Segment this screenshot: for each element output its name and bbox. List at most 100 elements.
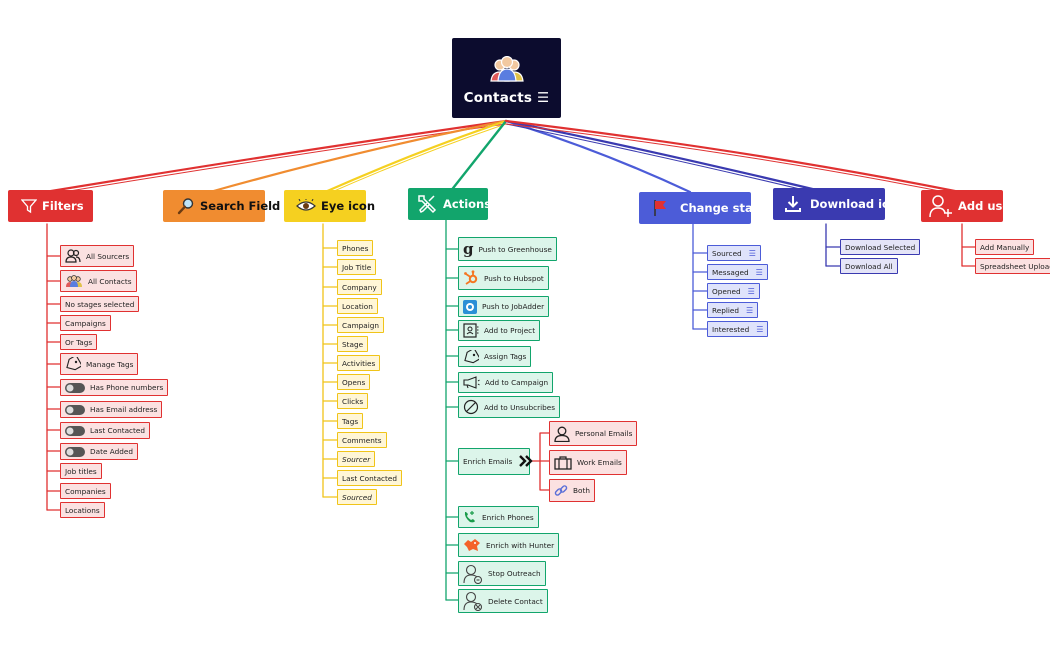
root-node-contacts: Contacts ☰	[452, 38, 561, 118]
column-phones[interactable]: Phones	[337, 240, 374, 256]
branch-label: Search Field	[200, 199, 281, 213]
column-last-contacted[interactable]: Last Contacted	[337, 470, 403, 486]
action-add-to-unsubscribes[interactable]: Add to Unsubcribes	[458, 396, 561, 418]
state-opened[interactable]: Opened ☰	[707, 283, 760, 299]
double-chevron-right-icon	[519, 454, 533, 469]
magnifier-icon	[177, 197, 195, 215]
filter-item-manage-tags[interactable]: Manage Tags	[60, 353, 139, 375]
filter-item-date-added[interactable]: Date Added	[60, 443, 139, 460]
branch-label: Filters	[42, 199, 84, 213]
toggle-icon[interactable]	[65, 404, 85, 415]
state-interested[interactable]: Interested ☰	[707, 321, 769, 337]
branch-label: Actions	[443, 197, 492, 211]
filter-item-has-email-address[interactable]: Has Email address	[60, 401, 163, 418]
toggle-icon[interactable]	[65, 446, 85, 457]
add-user-icon	[929, 194, 953, 218]
filter-item-last-contacted[interactable]: Last Contacted	[60, 422, 151, 439]
eye-icon	[296, 199, 316, 213]
briefcase-icon	[554, 455, 572, 470]
people-group-icon	[65, 275, 83, 287]
menu-lines-icon: ☰	[747, 286, 755, 296]
action-assign-tags[interactable]: Assign Tags	[458, 346, 532, 367]
filter-item-campaigns[interactable]: Campaigns	[60, 315, 111, 331]
column-sourcer[interactable]: Sourcer	[337, 451, 376, 467]
greenhouse-logo-icon: g	[463, 240, 474, 258]
state-messaged[interactable]: Messaged ☰	[707, 264, 768, 280]
hunter-logo-icon	[463, 538, 481, 552]
megaphone-icon	[463, 376, 480, 389]
branch-actions[interactable]: Actions	[408, 188, 492, 220]
branch-label: Add user	[958, 199, 1016, 213]
branch-search-field[interactable]: Search Field	[163, 190, 280, 222]
menu-lines-icon: ☰	[755, 267, 763, 277]
filter-icon	[21, 198, 37, 214]
add-user-manually[interactable]: Add Manually	[975, 239, 1035, 255]
hubspot-logo-icon	[463, 270, 479, 286]
filter-item-companies[interactable]: Companies	[60, 483, 111, 499]
menu-lines-icon: ☰	[537, 90, 550, 106]
add-user-spreadsheet-upload[interactable]: Spreadsheet Upload	[975, 258, 1050, 274]
column-company[interactable]: Company	[337, 279, 382, 295]
contact-card-icon	[463, 323, 479, 338]
filter-item-or-tags[interactable]: Or Tags	[60, 334, 98, 350]
action-delete-contact[interactable]: Delete Contact	[458, 589, 548, 613]
action-add-to-project[interactable]: Add to Project	[458, 320, 541, 341]
wrench-screwdriver-icon	[416, 193, 438, 215]
menu-lines-icon: ☰	[748, 248, 756, 258]
state-replied[interactable]: Replied ☰	[707, 302, 759, 318]
action-push-to-greenhouse[interactable]: g Push to Greenhouse	[458, 237, 557, 261]
column-campaign[interactable]: Campaign	[337, 317, 385, 333]
user-icon	[554, 426, 570, 442]
enrich-personal-emails[interactable]: Personal Emails	[549, 421, 638, 446]
branch-eye-icon[interactable]: Eye icon	[284, 190, 375, 222]
filter-item-all-contacts[interactable]: All Contacts	[60, 270, 137, 292]
toggle-icon[interactable]	[65, 425, 85, 436]
action-add-to-campaign[interactable]: Add to Campaign	[458, 372, 554, 393]
action-push-to-hubspot[interactable]: Push to Hubspot	[458, 266, 549, 290]
branch-filters[interactable]: Filters	[8, 190, 93, 222]
column-job-title[interactable]: Job Title	[337, 259, 377, 275]
download-selected[interactable]: Download Selected	[840, 239, 921, 255]
column-opens[interactable]: Opens	[337, 374, 371, 390]
filter-item-all-sourcers[interactable]: All Sourcers	[60, 245, 135, 267]
phone-icon	[463, 510, 477, 524]
column-clicks[interactable]: Clicks	[337, 393, 369, 409]
filter-item-has-phone-numbers[interactable]: Has Phone numbers	[60, 379, 169, 396]
action-enrich-phones[interactable]: Enrich Phones	[458, 506, 539, 528]
column-comments[interactable]: Comments	[337, 432, 387, 448]
filter-item-no-stages-selected[interactable]: No stages selected	[60, 296, 140, 312]
branch-label: Eye icon	[321, 199, 376, 213]
user-stop-icon	[463, 564, 483, 584]
tag-icon	[463, 349, 479, 364]
prohibited-icon	[463, 399, 479, 415]
column-location[interactable]: Location	[337, 298, 378, 314]
action-enrich-with-hunter[interactable]: Enrich with Hunter	[458, 533, 560, 557]
filter-item-job-titles[interactable]: Job titles	[60, 463, 102, 479]
download-icon	[784, 195, 802, 213]
branch-change-state[interactable]: Change state	[639, 192, 766, 224]
action-push-to-jobadder[interactable]: Push to JobAdder	[458, 296, 550, 317]
people-group-icon	[488, 55, 526, 86]
enrich-work-emails[interactable]: Work Emails	[549, 450, 627, 475]
column-tags[interactable]: Tags	[337, 413, 364, 429]
toggle-icon[interactable]	[65, 382, 85, 393]
action-stop-outreach[interactable]: Stop Outreach	[458, 561, 546, 586]
flag-icon	[653, 199, 667, 217]
state-sourced[interactable]: Sourced ☰	[707, 245, 761, 261]
root-title: Contacts ☰	[463, 90, 550, 106]
enrich-both[interactable]: Both	[549, 479, 595, 502]
column-sourced[interactable]: Sourced	[337, 489, 377, 505]
branch-label: Download icon	[810, 197, 905, 211]
menu-lines-icon: ☰	[756, 324, 764, 334]
branch-add-user[interactable]: Add user	[921, 190, 1016, 222]
column-activities[interactable]: Activities	[337, 355, 381, 371]
link-icon	[554, 484, 568, 498]
branch-label: Change state	[680, 201, 767, 215]
user-remove-icon	[463, 591, 483, 611]
column-stage[interactable]: Stage	[337, 336, 369, 352]
action-enrich-emails[interactable]: Enrich Emails	[458, 448, 533, 475]
filter-item-locations[interactable]: Locations	[60, 502, 105, 518]
download-all[interactable]: Download All	[840, 258, 898, 274]
branch-download-icon[interactable]: Download icon	[773, 188, 905, 220]
